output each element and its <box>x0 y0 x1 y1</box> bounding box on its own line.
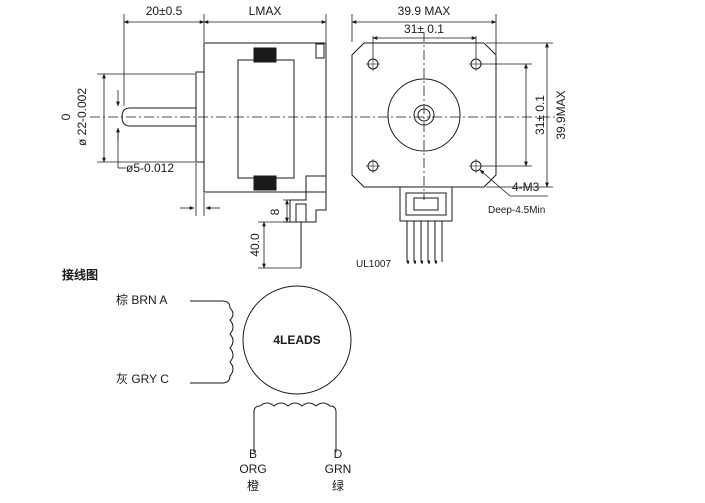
corner-tab <box>315 43 325 59</box>
dim-body-length: LMAX <box>249 4 282 18</box>
dim-hole-pitch-h: 31± 0.1 <box>404 22 444 36</box>
shaft-face <box>417 108 431 122</box>
wiring-title: 接线图 <box>62 267 98 282</box>
screw-holes <box>366 57 483 173</box>
coil-bd <box>253 402 337 452</box>
lead-c-label: 灰 GRY C <box>116 372 169 386</box>
inner-window <box>237 59 295 179</box>
dim-lead-length: 40.0 <box>248 233 262 257</box>
side-view <box>90 14 555 269</box>
clamp-top <box>253 47 277 63</box>
dim-boss-dia: ø 22-0.002 <box>75 88 89 146</box>
connector-front <box>399 186 453 222</box>
dim-connector-h: 8 <box>268 208 282 215</box>
wiring-diagram <box>190 285 352 452</box>
dim-boss-zero: 0 <box>59 113 73 120</box>
lead-d-letter: D <box>334 447 343 461</box>
coil-ac <box>190 300 234 384</box>
dim-height-max: 39.9MAX <box>554 90 568 139</box>
motor-circle <box>242 285 352 395</box>
clamp-bottom <box>253 175 277 191</box>
connector-pins <box>406 221 443 264</box>
lead-a-label: 棕 BRN A <box>116 292 167 307</box>
leads-label: 4LEADS <box>273 333 320 347</box>
lead-b-letter: B <box>249 447 257 461</box>
lead-d-cn: 绿 <box>332 478 344 493</box>
lead-d-code: GRN <box>325 462 352 476</box>
dim-width-max: 39.9 MAX <box>398 4 451 18</box>
motor-body-side <box>203 42 327 193</box>
dim-hole-pitch-v: 31± 0.1 <box>533 95 547 135</box>
dim-shaft-length: 20±0.5 <box>146 4 183 18</box>
motor-face <box>351 42 497 188</box>
shaft-ring <box>413 104 435 126</box>
wire-spec: UL1007 <box>356 259 391 270</box>
lead-b-cn: 橙 <box>247 478 259 493</box>
dim-shaft-dia: ø5-0.012 <box>126 161 174 175</box>
boss-circle <box>387 78 461 152</box>
connector-inner <box>295 203 307 223</box>
dim-screw: 4-M3 <box>512 180 540 194</box>
connector-side <box>289 175 327 223</box>
front-view <box>351 14 553 264</box>
lead-b-code: ORG <box>239 462 266 476</box>
dim-screw-depth: Deep-4.5Min <box>488 205 545 216</box>
